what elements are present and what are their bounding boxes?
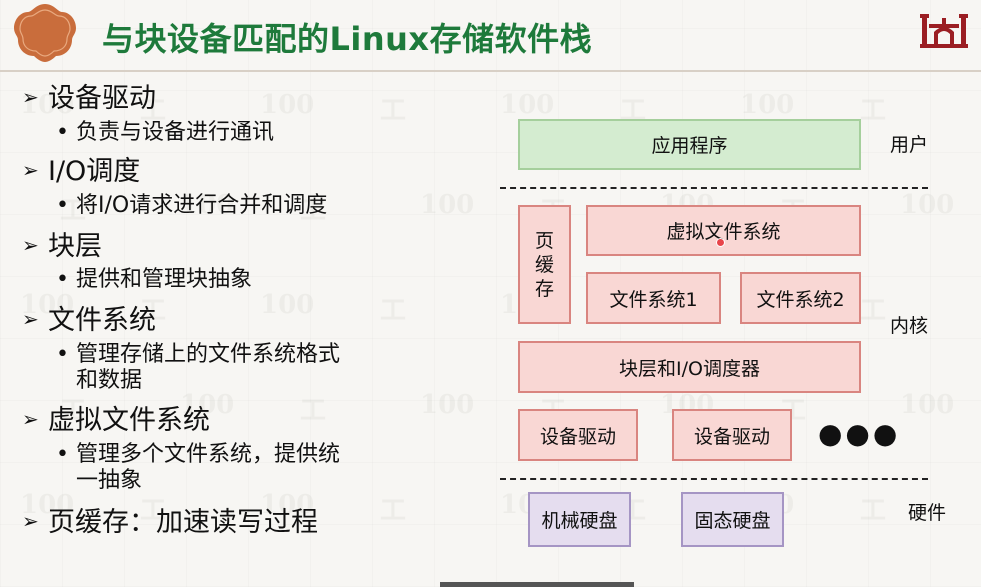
- bullet-label: 文件系统: [48, 305, 156, 336]
- bullet-block-layer: ➢ 块层: [22, 228, 102, 264]
- sub-bullet-continued: 和数据: [76, 368, 143, 393]
- box-hdd: 机械硬盘: [528, 492, 631, 547]
- pointer-dot: [716, 238, 725, 247]
- bullet-page-cache: ➢ 页缓存：加速读写过程: [22, 504, 318, 540]
- sub-bullet-continued: 一抽象: [76, 468, 143, 493]
- bullet-io-scheduler: ➢ I/O调度: [22, 153, 140, 189]
- label-hardware: 硬件: [908, 502, 947, 524]
- more-ellipsis: ●●●: [818, 417, 901, 450]
- arrow-bullet-icon: ➢: [22, 85, 39, 109]
- sub-bullet: •管理多个文件系统，提供统: [56, 442, 341, 467]
- label-user: 用户: [890, 134, 929, 156]
- box-fs1: 文件系统1: [586, 272, 721, 324]
- box-application: 应用程序: [518, 119, 861, 170]
- sub-bullet: •将I/O请求进行合并和调度: [56, 193, 328, 218]
- bullet-label: 页缓存：加速读写过程: [48, 507, 318, 538]
- bullet-device-driver: ➢ 设备驱动: [22, 80, 156, 116]
- bullet-label: 设备驱动: [48, 83, 156, 114]
- box-fs2: 文件系统2: [740, 272, 861, 324]
- arrow-bullet-icon: ➢: [22, 307, 39, 331]
- box-ssd: 固态硬盘: [681, 492, 784, 547]
- sub-bullet: •管理存储上的文件系统格式: [56, 342, 341, 367]
- label-kernel: 内核: [890, 315, 929, 337]
- box-page-cache: 页 缓 存: [518, 205, 571, 324]
- building-gate-icon: [920, 14, 968, 48]
- sub-bullet: •负责与设备进行通讯: [56, 120, 275, 145]
- page-title: 与块设备匹配的Linux存储软件栈: [102, 20, 593, 58]
- arrow-bullet-icon: ➢: [22, 509, 39, 533]
- arrow-bullet-icon: ➢: [22, 158, 39, 182]
- bullet-label: 虚拟文件系统: [48, 405, 210, 436]
- university-seal-icon: [14, 4, 76, 62]
- user-kernel-divider: [500, 187, 928, 189]
- box-vfs: 虚拟文件系统: [586, 205, 861, 256]
- bullet-vfs: ➢ 虚拟文件系统: [22, 402, 210, 438]
- box-block-layer: 块层和I/O调度器: [518, 341, 861, 393]
- bullet-label: 块层: [48, 231, 102, 262]
- bullet-label: I/O调度: [48, 156, 141, 187]
- sub-bullet: •提供和管理块抽象: [56, 267, 253, 292]
- box-driver-2: 设备驱动: [672, 409, 792, 461]
- arrow-bullet-icon: ➢: [22, 407, 39, 431]
- box-driver-1: 设备驱动: [518, 409, 638, 461]
- kernel-hardware-divider: [500, 478, 928, 480]
- video-progress-bar[interactable]: [440, 582, 634, 587]
- title-bar: 与块设备匹配的Linux存储软件栈: [0, 0, 981, 72]
- bullet-file-system: ➢ 文件系统: [22, 302, 156, 338]
- arrow-bullet-icon: ➢: [22, 233, 39, 257]
- title-divider: [0, 70, 981, 72]
